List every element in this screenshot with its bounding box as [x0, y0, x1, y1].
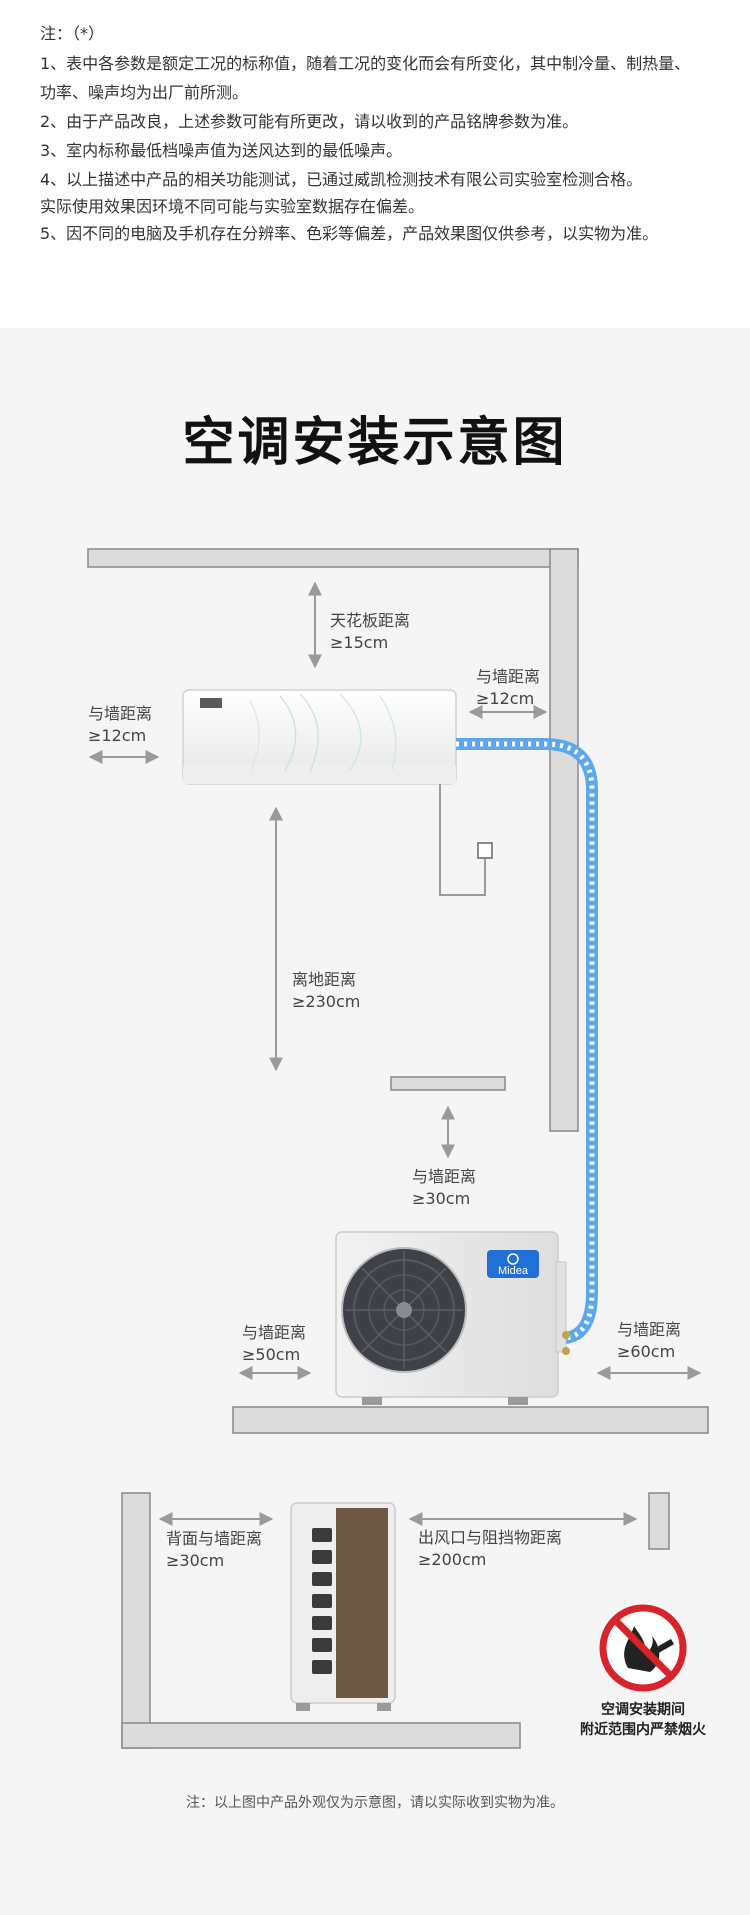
note-line: 4、以上描述中产品的相关功能测试，已通过威凯检测技术有限公司实验室检测合格。 — [40, 170, 643, 189]
outdoor-left-wall-label: 与墙距离 ≥50cm — [242, 1323, 307, 1364]
note-line: 2、由于产品改良，上述参数可能有所更改，请以收到的产品铭牌参数为准。 — [40, 112, 579, 131]
ceiling-wall — [87, 548, 579, 1132]
indoor-left-wall-label: 与墙距离 ≥12cm — [88, 704, 153, 745]
refrigerant-pipe — [456, 738, 598, 1344]
indoor-right-wall-label: 与墙距离 ≥12cm — [476, 667, 541, 708]
note-line: 1、表中各参数是额定工况的标称值，随着工况的变化而会有所变化，其中制冷量、制热量… — [40, 54, 691, 73]
ground — [232, 1406, 709, 1434]
notes-title: 注：（*） — [40, 24, 105, 43]
note-line: 功率、噪声均为出厂前所测。 — [40, 83, 249, 102]
brand-badge: Midea — [487, 1250, 539, 1278]
floor-distance-label: 离地距离 ≥230cm — [292, 970, 361, 1011]
drain-line — [439, 784, 486, 896]
diagram-title: 空调安装示意图 — [182, 413, 568, 473]
outdoor-top-wall-label: 与墙距离 ≥30cm — [412, 1167, 477, 1208]
outdoor-top-wall — [390, 1076, 506, 1091]
brand-name: Midea — [498, 1265, 529, 1277]
power-plug — [477, 842, 493, 859]
indoor-unit — [182, 689, 457, 785]
no-fire-warning: 空调安装期间 附近范围内严禁烟火 — [580, 1702, 706, 1738]
note-line: 3、室内标称最低档噪声值为送风达到的最低噪声。 — [40, 141, 403, 160]
note-line: 实际使用效果因环境不同可能与实验室数据存在偏差。 — [40, 197, 425, 216]
outdoor-right-wall-label: 与墙距离 ≥60cm — [617, 1320, 682, 1361]
outdoor-unit-side-view — [290, 1502, 396, 1711]
note-line: 5、因不同的电脑及手机存在分辨率、色彩等偏差，产品效果图仅供参考，以实物为准。 — [40, 224, 659, 243]
outlet-distance-label: 出风口与阻挡物距离 ≥200cm — [418, 1528, 563, 1569]
notes-section: 注：（*） 1、表中各参数是额定工况的标称值，随着工况的变化而会有所变化，其中制… — [0, 0, 750, 328]
back-wall-distance-label: 背面与墙距离 ≥30cm — [166, 1529, 263, 1570]
ceiling-distance-label: 天花板距离 ≥15cm — [330, 611, 411, 652]
no-fire-icon — [599, 1604, 687, 1692]
side-view-walls — [121, 1492, 670, 1749]
footnote: 注：以上图中产品外观仅为示意图，请以实际收到实物为准。 — [186, 1795, 564, 1811]
